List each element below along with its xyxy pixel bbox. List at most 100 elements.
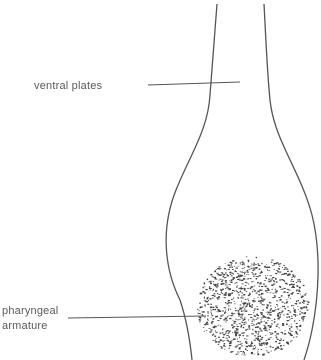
stipple-dot (248, 300, 249, 301)
stipple-dot (248, 326, 250, 327)
stipple-dot (297, 306, 298, 307)
stipple-dot (269, 329, 270, 330)
stipple-dot (204, 305, 206, 306)
stipple-dot (279, 297, 281, 298)
stipple-dot (218, 274, 219, 275)
stipple-dot (257, 338, 259, 339)
stipple-dot (253, 289, 255, 290)
stipple-dot (268, 320, 269, 321)
stipple-dot (233, 339, 234, 340)
stipple-dot (291, 287, 293, 288)
stipple-dot (203, 287, 204, 289)
ventral-plates-label: ventral plates (34, 80, 103, 92)
stipple-dot (254, 315, 256, 316)
stipple-dot (277, 333, 279, 334)
stipple-dot (260, 330, 262, 331)
stipple-dot (245, 307, 246, 308)
stipple-dot (217, 309, 219, 310)
stipple-dot (236, 332, 238, 334)
stipple-dot (230, 352, 232, 353)
stipple-dot (220, 325, 221, 327)
stipple-dot (238, 353, 239, 354)
stipple-dot (290, 298, 291, 299)
stipple-dot (237, 267, 238, 269)
stipple-dot (302, 316, 304, 318)
stipple-dot (217, 326, 218, 327)
stipple-dot (289, 328, 291, 329)
stipple-dot (218, 280, 219, 281)
stipple-dot (248, 303, 250, 304)
stipple-dot (254, 310, 255, 311)
stipple-dot (225, 272, 226, 273)
stipple-dot (222, 293, 224, 294)
stipple-dot (287, 320, 289, 321)
stipple-dot (244, 338, 245, 339)
stipple-dot (281, 274, 282, 275)
stipple-dot (251, 264, 252, 265)
stipple-dot (229, 284, 231, 285)
stipple-dot (215, 286, 217, 287)
stipple-dot (239, 334, 241, 336)
stipple-dot (224, 294, 226, 295)
stipple-dot (278, 268, 280, 269)
stipple-dot (220, 268, 221, 269)
stipple-dot (262, 309, 264, 310)
stipple-dot (277, 262, 278, 263)
stipple-dot (235, 262, 236, 264)
stipple-dot (255, 347, 256, 348)
stipple-dot (272, 347, 274, 348)
stipple-dot (244, 267, 245, 268)
stipple-dot (294, 311, 295, 312)
stipple-dot (236, 286, 237, 288)
stipple-dot (250, 306, 252, 307)
stipple-dot (228, 293, 230, 295)
stipple-dot (291, 335, 293, 336)
stipple-dot (240, 317, 242, 318)
stipple-dot (287, 314, 289, 315)
stipple-dot (224, 340, 225, 341)
stipple-dot (266, 344, 268, 345)
stipple-dot (273, 280, 274, 281)
stipple-dot (267, 292, 269, 293)
stipple-dot (297, 334, 299, 335)
stipple-dot (293, 305, 294, 306)
stipple-dot (270, 309, 272, 310)
stipple-dot (208, 320, 209, 321)
stipple-dot (291, 279, 293, 280)
stipple-dot (268, 325, 270, 327)
stipple-dot (272, 297, 274, 298)
stipple-dot (254, 309, 256, 310)
stipple-dot (228, 295, 230, 296)
stipple-dot (227, 316, 228, 317)
pharyngeal-armature-stipple (197, 256, 309, 355)
stipple-dot (219, 274, 221, 276)
stipple-dot (216, 273, 218, 274)
stipple-dot (247, 288, 249, 289)
stipple-dot (246, 343, 248, 344)
stipple-dot (268, 339, 270, 341)
stipple-dot (242, 272, 244, 273)
stipple-dot (241, 325, 243, 327)
stipple-dot (214, 293, 216, 294)
stipple-dot (242, 318, 243, 319)
stipple-dot (280, 349, 282, 350)
stipple-dot (232, 290, 234, 291)
stipple-dot (304, 303, 305, 304)
stipple-dot (259, 286, 260, 287)
stipple-dot (239, 276, 240, 277)
stipple-dot (278, 264, 280, 265)
stipple-dot (252, 274, 254, 275)
stipple-dot (260, 297, 261, 298)
stipple-dot (282, 323, 284, 324)
stipple-dot (217, 311, 218, 312)
stipple-dot (227, 340, 229, 341)
stipple-dot (253, 319, 254, 321)
stipple-dot (240, 307, 241, 309)
stipple-dot (199, 310, 200, 311)
stipple-dot (264, 266, 266, 268)
stipple-dot (243, 306, 244, 307)
stipple-dot (290, 319, 291, 320)
stipple-dot (256, 306, 258, 307)
stipple-dot (261, 286, 263, 287)
stipple-dot (268, 290, 270, 291)
